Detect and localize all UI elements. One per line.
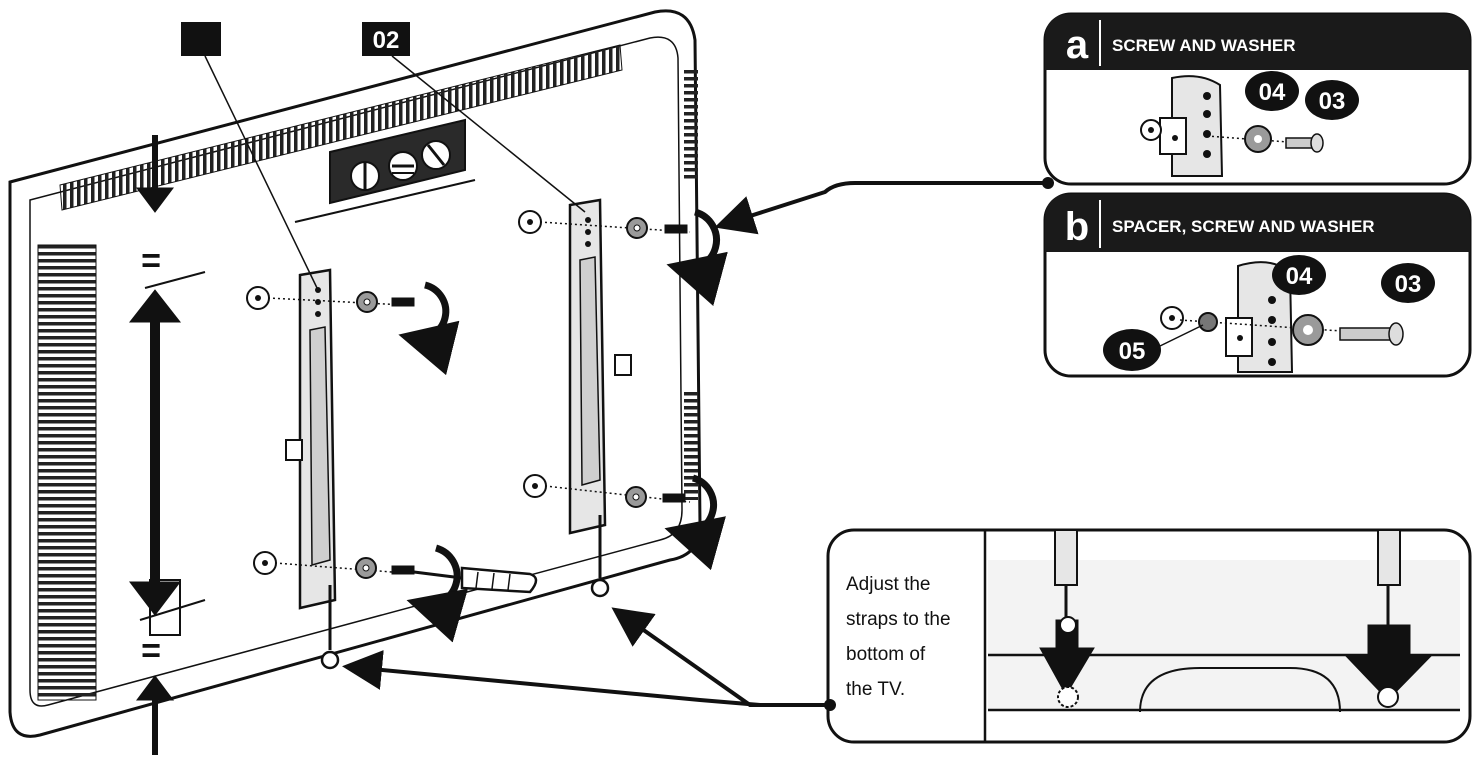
mounting-holes [246, 210, 547, 575]
right-bracket [568, 198, 632, 598]
strap-instruction: Adjust the straps to the bottom of the T… [846, 574, 956, 700]
detail-b-letter: b [1065, 205, 1089, 249]
callout-left [181, 22, 319, 291]
mounting-hole [253, 551, 277, 575]
mounting-hole [518, 210, 542, 234]
callout-right: 02 [362, 22, 586, 213]
right-vent-grille-bottom [684, 390, 698, 500]
spacing-arrows [128, 135, 182, 755]
strap-detail-panel: Adjust the straps to the bottom of the T… [826, 528, 1472, 744]
detail-a-title: SCREW AND WASHER [1112, 36, 1296, 55]
detail-b-title: SPACER, SCREW AND WASHER [1112, 217, 1375, 236]
screw-03 [1339, 322, 1404, 346]
mounting-hole [523, 474, 547, 498]
hardware-set [267, 208, 728, 643]
strap-ring [590, 578, 610, 598]
right-vent-grille-top [684, 70, 698, 180]
top-vent-grille [59, 44, 623, 211]
instruction-line: Adjust the [846, 574, 931, 595]
callout-right-label: 02 [373, 27, 400, 54]
mounting-hole [246, 286, 270, 310]
screw-03 [1285, 133, 1324, 153]
detail-b-washer-id: 04 [1286, 263, 1313, 290]
detail-b-screw-id: 03 [1395, 271, 1422, 298]
instruction-line: the TV. [846, 679, 905, 700]
instruction-line: bottom of [846, 644, 926, 665]
detail-b-spacer-id: 05 [1119, 338, 1146, 365]
detail-a-letter: a [1066, 23, 1089, 67]
spacer-05 [1198, 312, 1218, 332]
detail-leader [714, 177, 1054, 235]
instruction-line: straps to the [846, 609, 951, 630]
strap-leaders [342, 607, 836, 711]
left-vent-grille [37, 244, 97, 701]
connector-panel [329, 118, 466, 205]
detail-a-screw-id: 03 [1319, 88, 1346, 115]
detail-a-washer-id: 04 [1259, 79, 1286, 106]
equal-mark-bottom: = [141, 632, 161, 670]
equal-mark-top: = [141, 242, 161, 280]
detail-panel-a: a SCREW AND WASHER 04 03 [1043, 12, 1472, 186]
detail-panel-b: b SPACER, SCREW AND WASHER 04 03 05 [1043, 192, 1472, 378]
left-bracket [285, 268, 340, 670]
tv-back-panel [8, 9, 702, 738]
strap-ring [320, 650, 340, 670]
